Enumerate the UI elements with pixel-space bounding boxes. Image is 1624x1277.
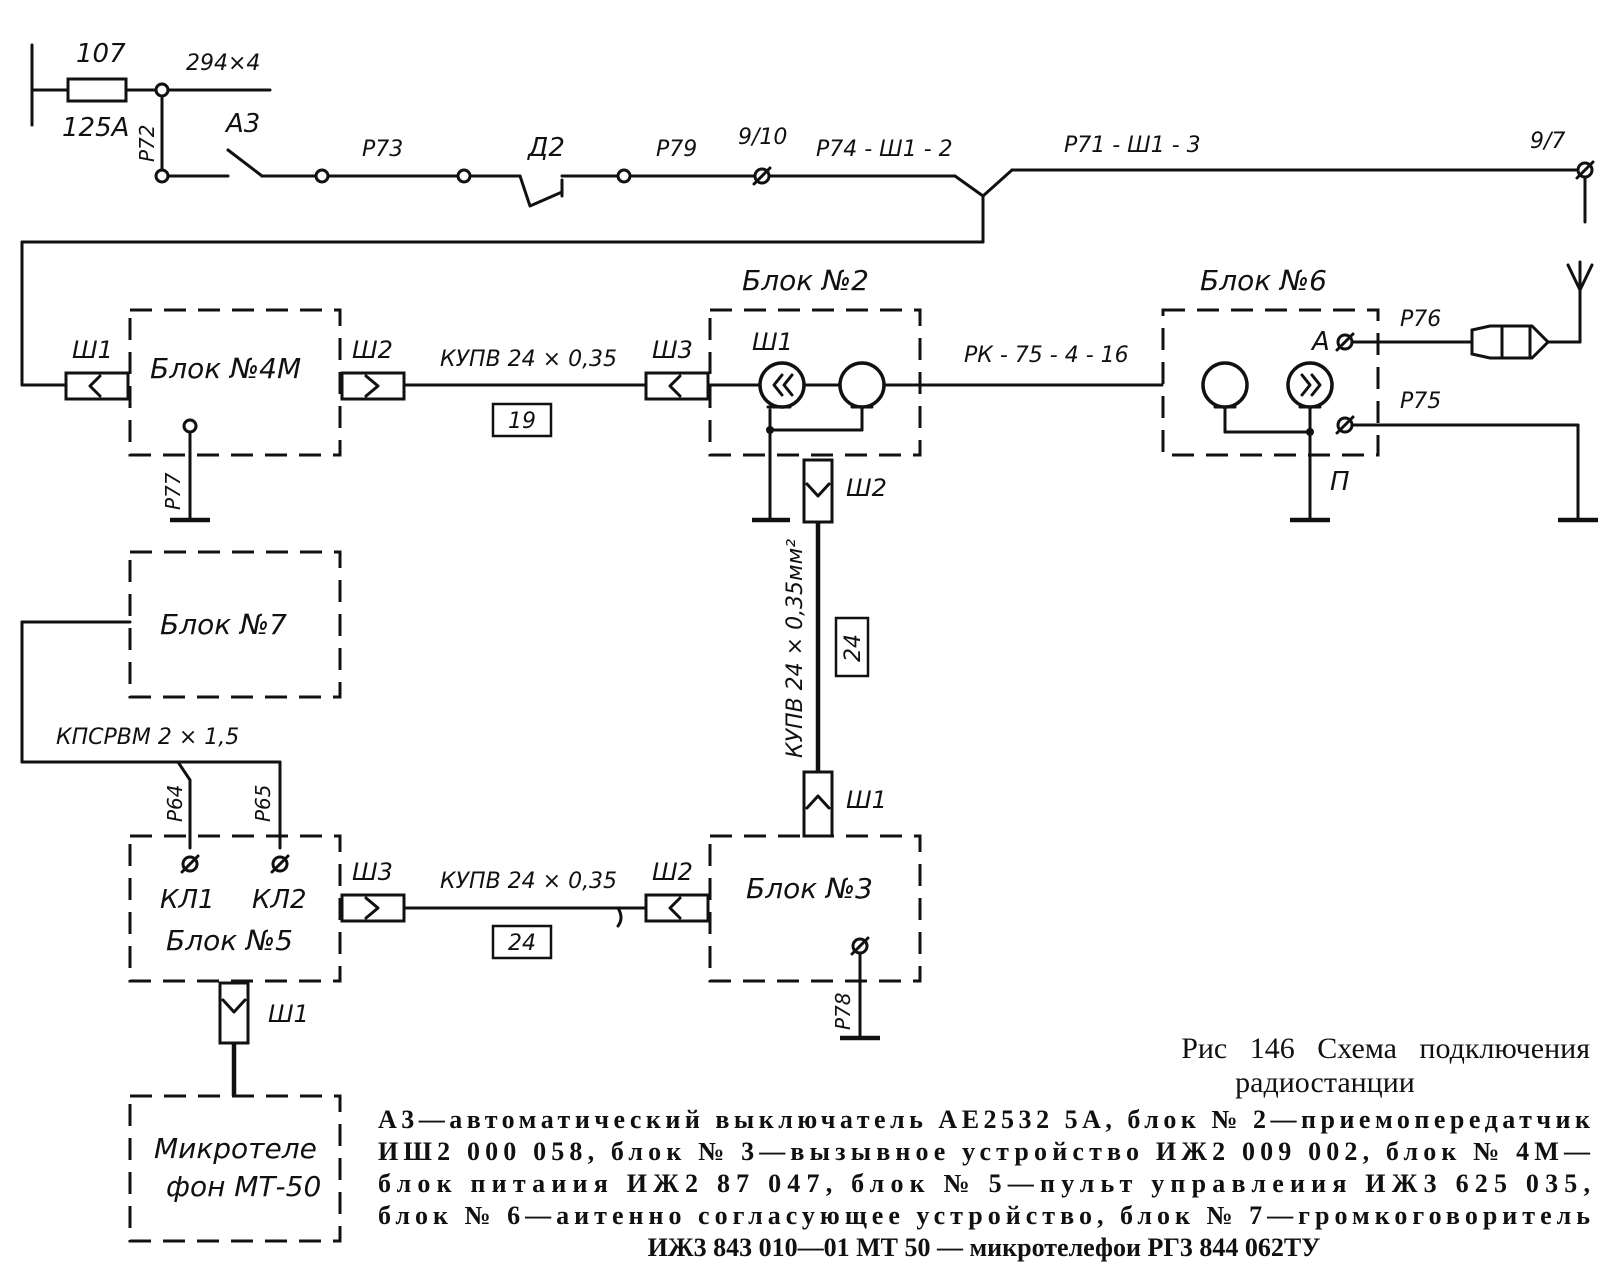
antenna-icon (1566, 260, 1594, 292)
block-7 (20, 550, 342, 850)
cable-badge-24-vertical (834, 616, 870, 678)
terminal-p72 (154, 168, 170, 184)
label-p78: Р78 (831, 992, 855, 1030)
label-b3-w1: Ш1 (846, 786, 887, 814)
block-names: Блок №2 Блок №6 Блок №4М Блок №7 Блок №5… (150, 264, 1327, 1203)
coax-b6 (1201, 361, 1249, 409)
label-d2: Д2 (527, 133, 565, 163)
label-b4-w2: Ш2 (352, 336, 393, 364)
label-b4-w1: Ш1 (72, 336, 113, 364)
label-fuse-rating: 125А (62, 113, 129, 143)
label-kpsrvm: КПСРВМ 2 × 1,5 (56, 725, 239, 750)
block-5-title: Блок №5 (166, 924, 293, 957)
connector-b3-w1 (802, 770, 834, 838)
caption-title-line2: радиостанции (1235, 1066, 1415, 1099)
connector-b2-w2 (802, 458, 834, 524)
label-kl1: КЛ1 (160, 885, 215, 915)
label-9-10: 9/10 (738, 125, 787, 150)
caption-legend-line-2: ИШ2 000 058, блок № 3—вызывное устройств… (378, 1137, 1591, 1166)
label-p76: Р76 (1400, 307, 1441, 332)
element-d2 (518, 174, 564, 208)
antenna-insulator (1470, 324, 1551, 360)
label-p74: Р74 - Ш1 - 2 (816, 137, 953, 162)
label-b3-w2: Ш2 (652, 858, 693, 886)
caption-legend-line-1: А3—автоматический выключатель АЕ2532 5А,… (378, 1105, 1590, 1134)
block-5 (128, 834, 406, 1096)
badge-24-bottom-text: 24 (508, 931, 536, 956)
label-p77: Р77 (161, 472, 185, 510)
caption-legend-line-3: блок питаиия ИЖ2 87 047, блок № 5—пульт … (378, 1169, 1590, 1198)
fuse-107 (66, 77, 128, 103)
terminal-fuse-out (154, 82, 170, 98)
label-kupv-vertical: КУПВ 24 × 0,35мм² (783, 539, 808, 758)
connector-b5-w3 (340, 893, 406, 923)
connector-b2-w1-symbol (758, 361, 806, 409)
label-b2-w3: Ш3 (652, 336, 693, 364)
label-rk-cable: РК - 75 - 4 - 16 (964, 343, 1129, 368)
label-p72: Р72 (135, 124, 159, 162)
block-4m (64, 308, 406, 523)
label-term-p: П (1330, 467, 1350, 497)
switch-a3 (226, 148, 264, 178)
caption-title-line1: Рис 146 Схема подключения (1181, 1032, 1590, 1065)
label-term-a: А (1310, 327, 1330, 357)
label-p65: Р65 (251, 784, 275, 822)
connector-b4-w2 (340, 371, 406, 401)
label-kupv-top: КУПВ 24 × 0,35 (440, 347, 617, 372)
label-cable-294: 294×4 (186, 51, 260, 76)
label-p75: Р75 (1400, 389, 1441, 414)
coax-b2 (838, 361, 886, 409)
block-6 (1161, 308, 1598, 523)
label-9-7: 9/7 (1530, 129, 1565, 154)
badge-19-text: 19 (508, 409, 536, 434)
block-2-title: Блок №2 (742, 264, 869, 297)
antenna-feed (1470, 260, 1594, 360)
caption-legend-line-5: ИЖ3 843 010—01 МТ 50 — микротелефои РГ3 … (648, 1233, 1321, 1262)
wire-labels: 107 125А 294×4 Р72 А3 Р73 Д2 Р79 9/10 Р7… (56, 39, 1565, 1030)
label-fuse-num: 107 (76, 39, 126, 69)
caption-legend-line-4: блок № 6—аитенно согласующее устройство,… (378, 1201, 1590, 1230)
label-b2-w1: Ш1 (752, 328, 793, 356)
terminal-p79 (616, 168, 632, 184)
terminal-p73-right (456, 168, 472, 184)
block-4m-title: Блок №4М (150, 352, 301, 385)
block-2 (644, 308, 1164, 524)
microtelephone-line1: Микротеле (154, 1132, 317, 1165)
microtelephone-line2: фон МТ-50 (166, 1170, 321, 1203)
microtelephone-mt50 (128, 1094, 342, 1243)
label-b5-w3: Ш3 (352, 858, 393, 886)
label-a3: А3 (224, 109, 260, 139)
figure-caption: Рис 146 Схема подключения радиостанции А… (378, 1032, 1591, 1262)
terminal-p73-left (314, 168, 330, 184)
block-3 (644, 770, 922, 1041)
label-p73: Р73 (362, 137, 403, 162)
power-feed (20, 43, 1595, 387)
block-7-title: Блок №7 (160, 608, 287, 641)
label-kl2: КЛ2 (252, 885, 307, 915)
badge-24-vertical-text: 24 (841, 634, 866, 662)
label-b2-w2: Ш2 (846, 474, 887, 502)
cable-badge-24-bottom (491, 924, 553, 960)
terminal-p77 (182, 418, 198, 434)
block-3-title: Блок №3 (746, 872, 873, 905)
label-kupv-bottom: КУПВ 24 × 0,35 (440, 869, 617, 894)
cable-badge-19 (491, 402, 553, 438)
label-p64: Р64 (163, 784, 187, 822)
label-b5-w1: Ш1 (268, 1000, 309, 1028)
block-6-title: Блок №6 (1200, 264, 1327, 297)
label-p79: Р79 (656, 137, 697, 162)
label-p71: Р71 - Ш1 - 3 (1064, 133, 1201, 158)
